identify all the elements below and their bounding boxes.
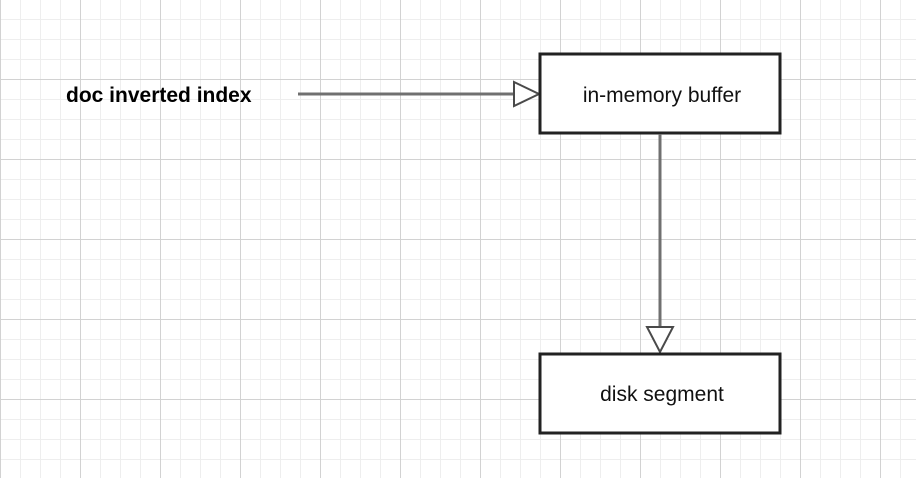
edge-source-to-buffer (298, 80, 542, 108)
source-label: doc inverted index (66, 84, 252, 107)
segment-box (538, 352, 782, 435)
edge-source-to-buffer-arrowhead (513, 80, 542, 108)
buffer-node[interactable]: in-memory buffer (538, 52, 782, 135)
buffer-box (538, 52, 782, 135)
segment-node[interactable]: disk segment (538, 352, 782, 435)
segment-label: disk segment (600, 383, 724, 406)
edge-buffer-to-segment (645, 134, 675, 355)
edge-buffer-to-segment-arrowhead (645, 326, 675, 355)
buffer-label: in-memory buffer (583, 84, 741, 107)
